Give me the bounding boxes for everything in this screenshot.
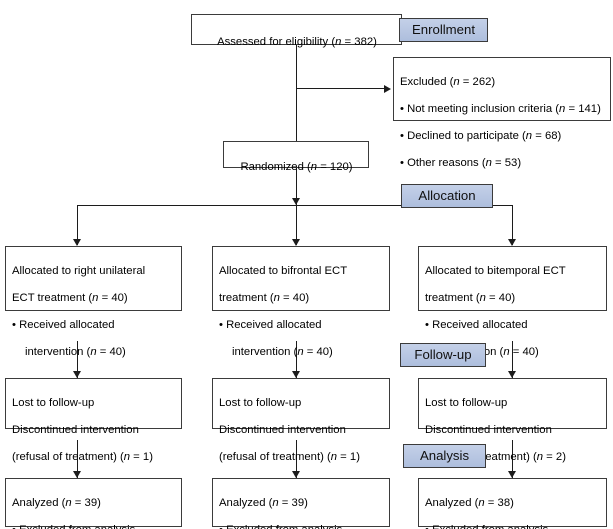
box-alloc-left-line-3: • Received allocated — [12, 318, 115, 331]
stage-label-analysis: Analysis — [403, 444, 486, 468]
stage-label-enrollment-text: Enrollment — [411, 22, 476, 37]
box-follow-mid-line-2: Discontinued intervention — [219, 423, 346, 436]
stage-label-allocation-text: Allocation — [418, 188, 476, 203]
box-follow-right-line-1: Lost to follow-up — [425, 396, 508, 409]
box-allocated-right-unilateral: Allocated to right unilateral ECT treatm… — [5, 246, 182, 358]
box-analysis-right: Analyzed (n = 38) • Excluded from analys… — [418, 478, 607, 529]
connector-follow-mid-to-analysis — [296, 440, 297, 478]
connector-excluded-arrowhead — [384, 85, 391, 93]
box-follow-left-line-2: Discontinued intervention — [12, 423, 139, 436]
box-analysis-mid: Analyzed (n = 39) • Excluded from analys… — [212, 478, 390, 529]
box-alloc-left-line-2: ECT treatment (n = 40) — [12, 291, 128, 304]
connector-alloc-right-drop — [512, 205, 513, 245]
box-alloc-right-line-1: Allocated to bitemporal ECT — [425, 264, 566, 277]
box-followup-left: Lost to follow-up Discontinued intervent… — [5, 378, 182, 463]
stage-label-followup: Follow-up — [400, 343, 486, 367]
connector-alloc-mid-arrowhead — [292, 239, 300, 246]
connector-alloc-mid-to-follow — [296, 341, 297, 378]
box-allocated-bitemporal: Allocated to bitemporal ECT treatment (n… — [418, 246, 607, 358]
box-follow-mid-line-3: (refusal of treatment) (n = 1) — [219, 450, 360, 463]
connector-assessed-trunk — [296, 44, 297, 141]
box-alloc-right-line-2: treatment (n = 40) — [425, 291, 516, 304]
box-alloc-mid-line-3: • Received allocated — [219, 318, 322, 331]
box-excluded-line-4: • Other reasons (n = 53) — [400, 157, 522, 170]
box-follow-mid-line-1: Lost to follow-up — [219, 396, 302, 409]
box-analysis-left-line-1: Analyzed (n = 39) — [12, 496, 101, 509]
box-analysis-mid-line-1: Analyzed (n = 39) — [219, 496, 308, 509]
box-analysis-right-line-2: • Excluded from analysis — [425, 524, 601, 529]
connector-follow-left-to-analysis — [77, 440, 78, 478]
connector-alloc-left-drop — [77, 205, 78, 245]
box-allocated-bifrontal: Allocated to bifrontal ECT treatment (n … — [212, 246, 390, 358]
connector-analysis-mid-arrowhead — [292, 471, 300, 478]
box-excluded: Excluded (n = 262) • Not meeting inclusi… — [393, 57, 611, 169]
box-alloc-left-line-4: intervention (n = 40) — [25, 346, 126, 359]
box-analysis-left: Analyzed (n = 39) • Excluded from analys… — [5, 478, 182, 529]
connector-randomized-down — [296, 167, 297, 205]
box-excluded-line-3: • Declined to participate (n = 68) — [400, 129, 562, 142]
box-follow-left-line-1: Lost to follow-up — [12, 396, 95, 409]
connector-allocation-bar — [77, 205, 513, 206]
box-alloc-mid-line-1: Allocated to bifrontal ECT — [219, 264, 348, 277]
box-assessed-for-eligibility: Assessed for eligibility (n = 382) — [191, 14, 402, 48]
connector-randomized-arrowhead — [292, 198, 300, 205]
box-randomized-line-1: Randomized (n = 120) — [240, 160, 353, 173]
stage-label-analysis-text: Analysis — [419, 448, 470, 463]
box-followup-right: Lost to follow-up Discontinued intervent… — [418, 378, 607, 463]
box-assessed-line-1: Assessed for eligibility (n = 382) — [217, 35, 377, 48]
box-follow-left-line-3: (refusal of treatment) (n = 1) — [12, 450, 153, 463]
box-followup-mid: Lost to follow-up Discontinued intervent… — [212, 378, 390, 463]
connector-alloc-right-arrowhead — [508, 239, 516, 246]
connector-follow-right-to-analysis — [512, 440, 513, 478]
connector-alloc-left-arrowhead — [73, 239, 81, 246]
connector-analysis-left-arrowhead — [73, 471, 81, 478]
box-analysis-mid-line-2: • Excluded from analysis — [219, 524, 384, 529]
connector-follow-mid-arrowhead — [292, 371, 300, 378]
connector-alloc-right-to-follow — [512, 341, 513, 378]
connector-alloc-left-to-follow — [77, 341, 78, 378]
connector-follow-right-arrowhead — [508, 371, 516, 378]
box-randomized: Randomized (n = 120) — [223, 141, 369, 173]
connector-excluded-branch — [296, 88, 384, 89]
box-analysis-left-line-2: • Excluded from analysis — [12, 524, 176, 529]
connector-alloc-mid-drop — [296, 205, 297, 245]
stage-label-followup-text: Follow-up — [414, 347, 472, 362]
box-alloc-mid-line-4: intervention (n = 40) — [232, 346, 333, 359]
box-follow-right-line-2: Discontinued intervention — [425, 423, 552, 436]
box-excluded-line-2: • Not meeting inclusion criteria (n = 14… — [400, 102, 601, 115]
stage-label-allocation: Allocation — [401, 184, 493, 208]
box-excluded-line-1: Excluded (n = 262) — [400, 75, 496, 88]
connector-follow-left-arrowhead — [73, 371, 81, 378]
stage-label-enrollment: Enrollment — [399, 18, 488, 42]
connector-analysis-right-arrowhead — [508, 471, 516, 478]
box-alloc-right-line-3: • Received allocated — [425, 318, 528, 331]
box-analysis-right-line-1: Analyzed (n = 38) — [425, 496, 514, 509]
box-alloc-left-line-1: Allocated to right unilateral — [12, 264, 146, 277]
box-alloc-mid-line-2: treatment (n = 40) — [219, 291, 310, 304]
